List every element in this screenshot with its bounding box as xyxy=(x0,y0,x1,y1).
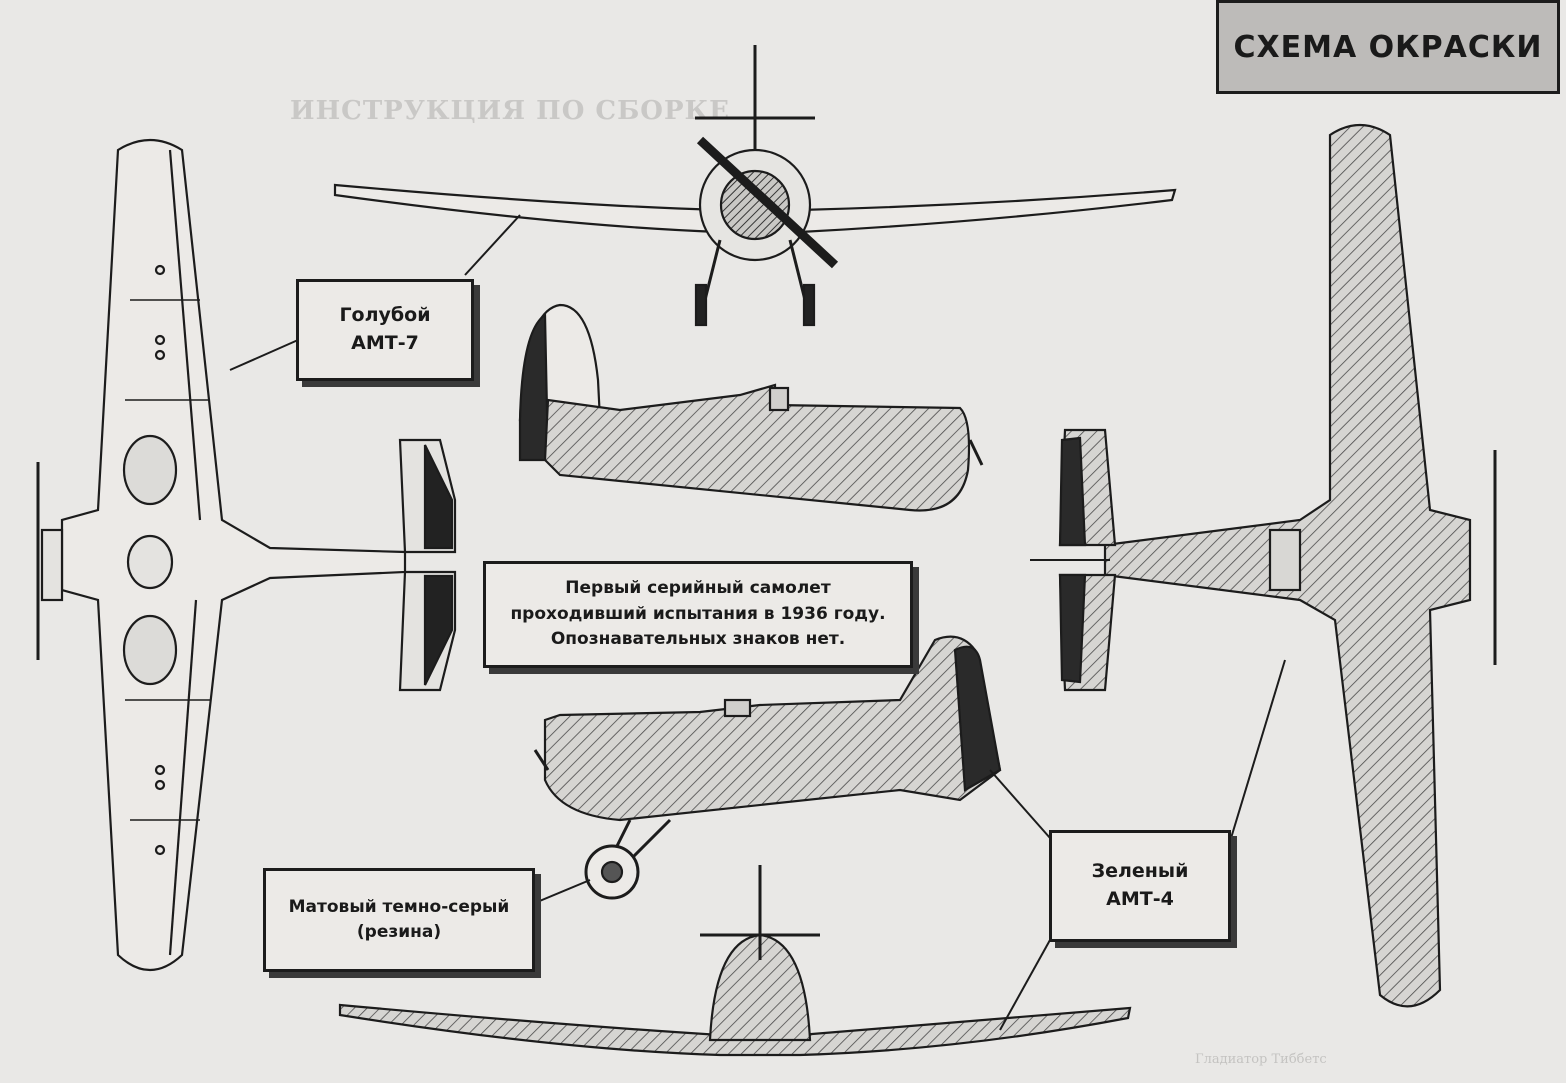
side-view-lower xyxy=(533,635,1002,900)
background-ghost-text: ИНСТРУКЦИЯ ПО СБОРКЕ xyxy=(290,96,730,126)
callout-green-color: Зеленый xyxy=(1091,860,1189,883)
callout-rubber: Матовый темно-серый (резина) xyxy=(263,868,535,972)
callout-note-line2: проходивший испытания в 1936 году. xyxy=(510,603,886,624)
page-title: СХЕМА ОКРАСКИ xyxy=(1216,0,1560,94)
callout-blue-amt7: Голубой АМТ-7 xyxy=(296,279,474,381)
callout-rubber-color: Матовый темно-серый xyxy=(288,897,510,918)
callout-blue-color: Голубой xyxy=(339,304,431,327)
callout-green-amt4: Зеленый АМТ-4 xyxy=(1049,830,1231,942)
callout-note-line1: Первый серийный самолет xyxy=(565,578,831,599)
topside-view xyxy=(1030,124,1497,1008)
callout-note: Первый серийный самолет проходивший испы… xyxy=(483,561,913,668)
callout-rubber-material: (резина) xyxy=(356,922,442,942)
background-ghost-caption: Гладиатор Тиббетс xyxy=(1195,1052,1327,1067)
side-view-upper xyxy=(518,303,984,512)
callout-blue-code: АМТ-7 xyxy=(351,332,419,354)
underside-view xyxy=(36,139,457,971)
callout-green-code: АМТ-4 xyxy=(1106,888,1174,910)
leader-lines xyxy=(229,214,1286,1031)
front-view-bottom xyxy=(338,865,1132,1057)
callout-note-line3: Опознавательных знаков нет. xyxy=(550,629,846,650)
front-view-top xyxy=(333,45,1177,327)
